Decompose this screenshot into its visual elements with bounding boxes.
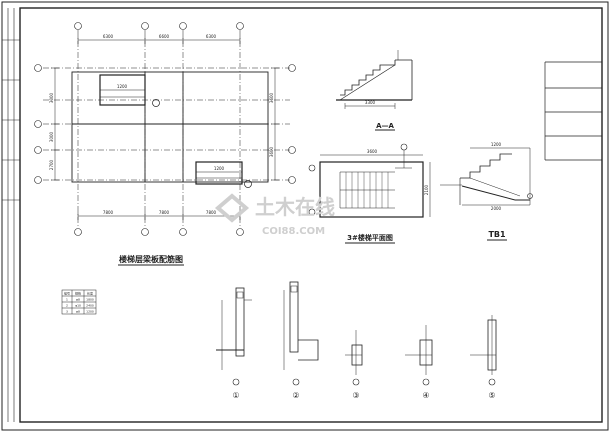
top-dim-1: 6300: [103, 34, 114, 39]
section-aa-label: A—A: [376, 122, 394, 130]
tb1-label: TB1: [488, 230, 506, 239]
bottom-dim-2: 7800: [159, 210, 170, 215]
detail-4: [405, 325, 433, 386]
table-cell: 1800: [86, 298, 94, 302]
table-cell: 3: [66, 310, 68, 314]
left-dim-2: 3000: [49, 131, 54, 142]
section-aa-drawing: [336, 50, 413, 109]
stair-plan-label: 3#楼梯平面图: [347, 233, 393, 242]
watermark-text-cn: 土木在线: [255, 195, 335, 219]
table-cell: φ8: [76, 310, 80, 314]
stair-opening-lower: [195, 161, 243, 185]
detail-1: [216, 287, 252, 386]
box-label-2: 1200: [214, 166, 225, 171]
right-dim-2: 3600: [269, 146, 274, 157]
bottom-dim-3: 7800: [206, 210, 217, 215]
detail-5: [470, 315, 497, 386]
watermark-text-en: COI88.COM: [262, 226, 325, 237]
box-label-1: 1200: [117, 84, 128, 89]
table-cell: φ8: [76, 298, 80, 302]
top-dim-3: 6300: [206, 34, 217, 39]
top-dim-2: 6600: [159, 34, 170, 39]
detail-5-label: ⑤: [488, 391, 495, 400]
stair-plan-dim-1: 3600: [367, 149, 378, 154]
table-cell: 2400: [86, 304, 94, 308]
stair-plan-drawing: [308, 143, 431, 218]
rebar-table: [61, 289, 97, 315]
tb1-dim-1: 1200: [491, 142, 502, 147]
table-cell: 规格: [75, 291, 81, 296]
table-cell: 1200: [86, 310, 94, 314]
table-cell: 长度: [87, 291, 93, 296]
floor-plan: [34, 22, 296, 236]
table-cell: 1: [66, 298, 68, 302]
table-cell: 编号: [64, 291, 70, 296]
bottom-dim-1: 7800: [103, 210, 114, 215]
section-aa-dim: 3300: [365, 100, 376, 105]
table-cell: 2: [66, 304, 68, 308]
detail-3: [345, 330, 363, 386]
detail-1-label: ①: [232, 391, 239, 400]
left-dim-1: 3000: [49, 92, 54, 103]
tb1-drawing: [440, 147, 533, 206]
watermark-logo: 土木在线 COI88.COM: [214, 193, 335, 237]
stair-plan-dim-2: 2100: [424, 184, 429, 195]
right-dim-1: 3600: [269, 92, 274, 103]
table-cell: φ10: [75, 304, 81, 308]
title-block: [544, 61, 602, 161]
detail-2: [283, 281, 319, 386]
plan-dimension-text: 6300 6600 6300 7800 7800 7800 3000 3000 …: [49, 34, 274, 215]
left-dim-3: 2700: [49, 159, 54, 170]
left-binding-strip: [2, 8, 20, 422]
rebar-table-text: 编号 规格 长度 1 φ8 1800 2 φ10 2400 3 φ8 1200: [64, 291, 94, 314]
detail-4-label: ④: [422, 391, 429, 400]
detail-3-label: ③: [352, 391, 359, 400]
drawing-border: [19, 7, 603, 423]
detail-2-label: ②: [292, 391, 299, 400]
sheet-title: 楼梯层梁板配筋图: [119, 254, 183, 264]
tb1-dim-2: 2000: [491, 206, 502, 211]
detail-labels: ① ② ③ ④ ⑤: [232, 391, 495, 400]
